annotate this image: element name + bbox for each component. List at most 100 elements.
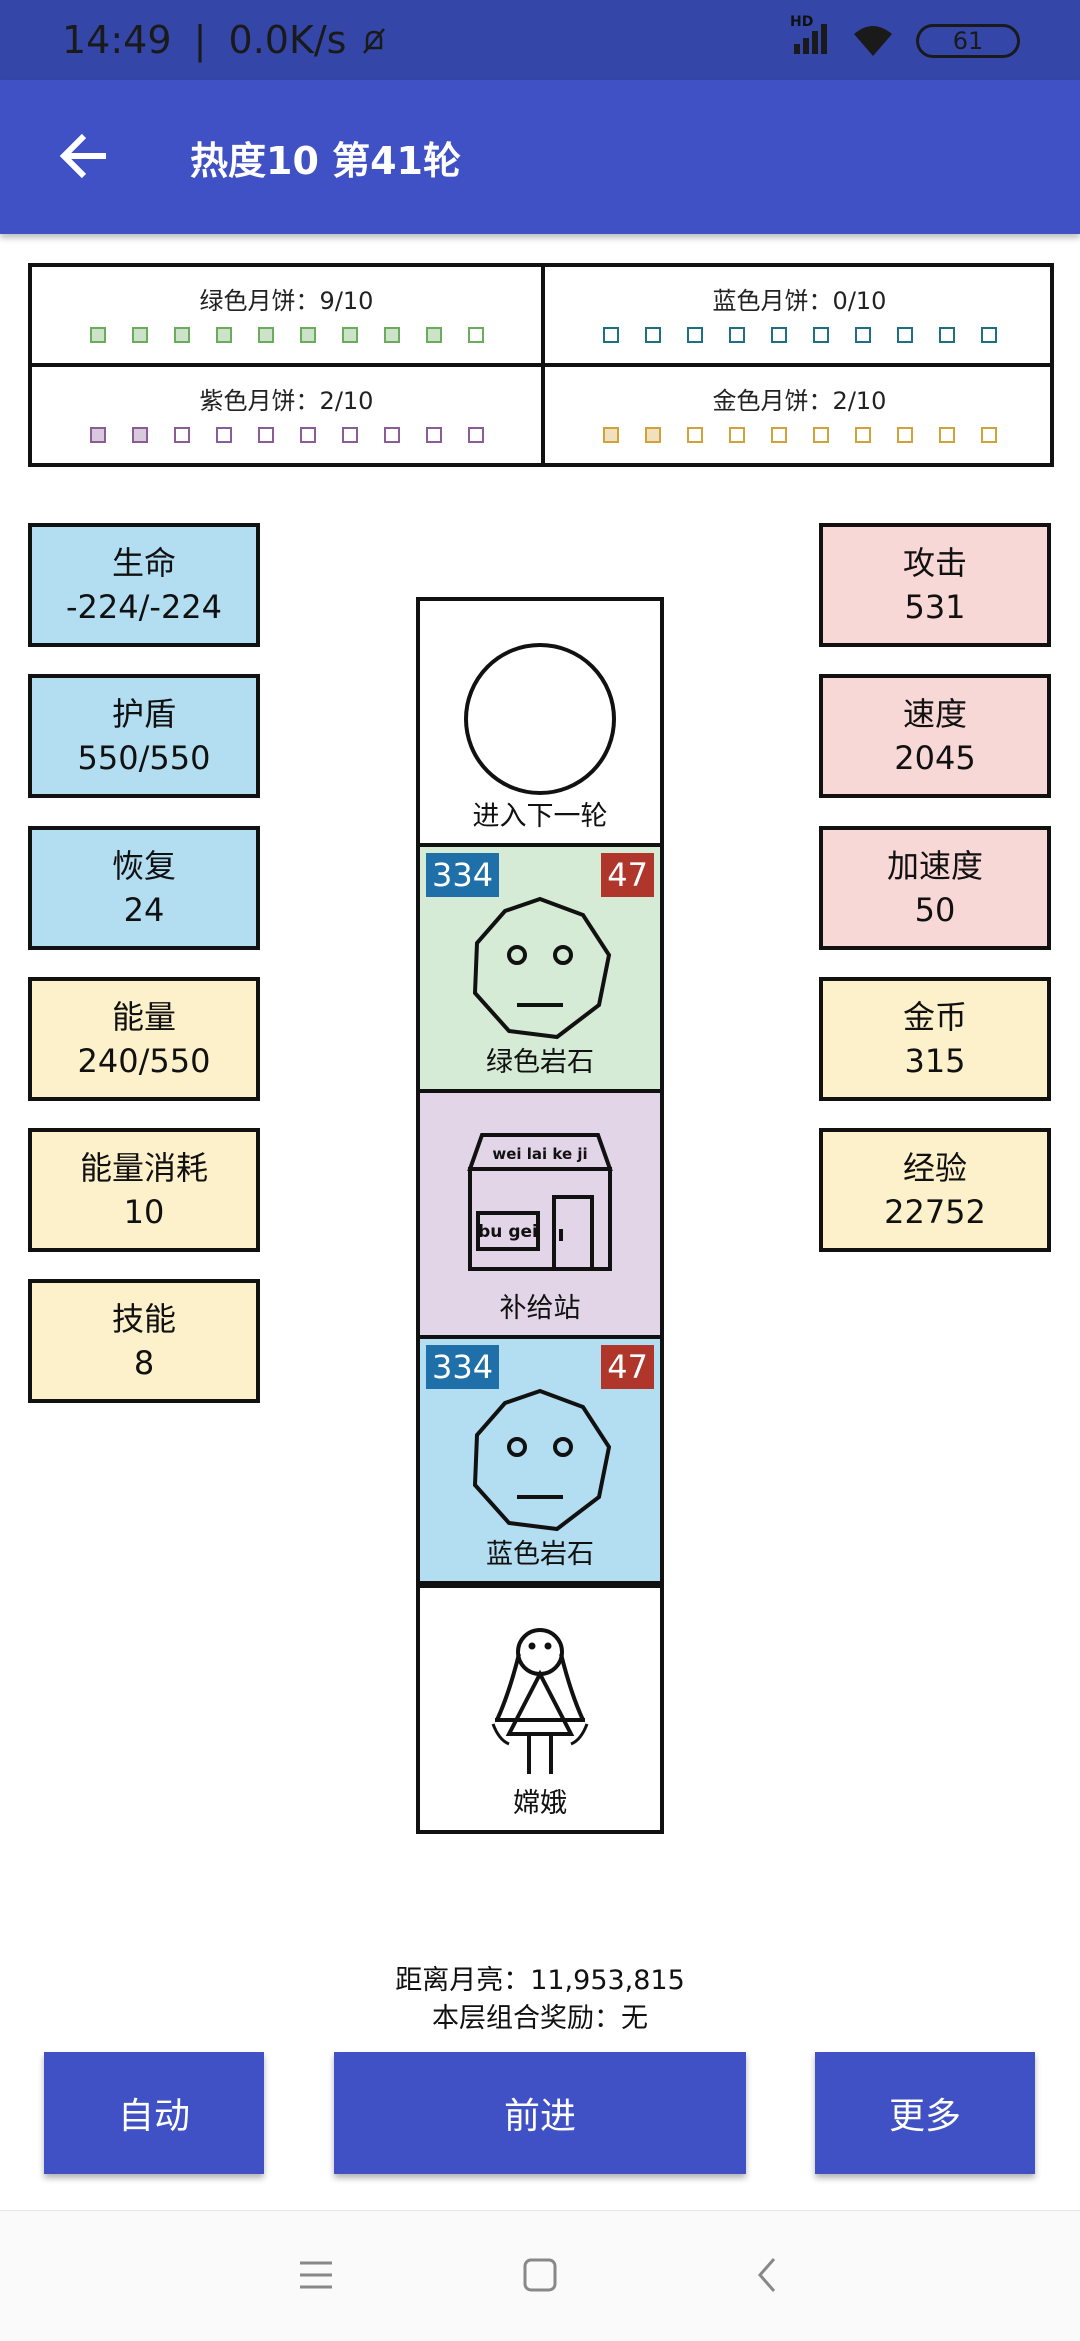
mooncake-square xyxy=(425,427,442,443)
mooncake-square xyxy=(812,327,829,343)
stat-shield: 护盾 550/550 xyxy=(28,674,260,798)
tower-caption: 蓝色岩石 xyxy=(486,1539,594,1570)
auto-button[interactable]: 自动 xyxy=(44,2052,264,2174)
stat-energy-cost: 能量消耗 10 xyxy=(28,1128,260,1252)
mooncake-square xyxy=(89,427,106,443)
stat-value: 22752 xyxy=(884,1193,986,1231)
mooncake-square xyxy=(686,327,703,343)
mooncake-purple-label: 紫色月饼：2/10 xyxy=(199,387,374,415)
status-bar: 14:49 | 0.0K/s HD 61 xyxy=(0,0,1080,80)
menu-icon[interactable] xyxy=(296,2255,336,2295)
mooncake-square xyxy=(602,427,619,443)
mooncake-square xyxy=(644,427,661,443)
tower-cell-supply-station[interactable]: wei lai ke ji bu gei 补给站 xyxy=(416,1089,664,1339)
enemy-hp-badge: 334 xyxy=(426,1345,500,1389)
mooncake-square xyxy=(602,327,619,343)
stat-value: 10 xyxy=(123,1193,165,1231)
shop-building-icon: wei lai ke ji bu gei xyxy=(467,1133,613,1271)
stat-label: 经验 xyxy=(902,1149,967,1187)
battery-icon: 61 xyxy=(916,24,1020,58)
stat-value: 50 xyxy=(914,891,956,929)
app-bar: 热度10 第41轮 xyxy=(0,80,1080,234)
mooncake-square xyxy=(728,427,745,443)
mooncake-blue-label: 蓝色月饼：0/10 xyxy=(712,287,887,315)
stat-label: 能量 xyxy=(111,998,176,1036)
stat-value: 315 xyxy=(904,1042,966,1080)
stat-acceleration: 加速度 50 xyxy=(819,826,1051,950)
stat-regen: 恢复 24 xyxy=(28,826,260,950)
mooncake-gold: 金色月饼：2/10 xyxy=(545,367,1054,465)
stat-label: 能量消耗 xyxy=(79,1149,208,1187)
tower-cell-green-rock[interactable]: 334 47 绿色岩石 xyxy=(416,843,664,1093)
mooncake-square xyxy=(644,327,661,343)
mooncake-blue-progress xyxy=(545,327,1054,343)
stat-skill: 技能 8 xyxy=(28,1279,260,1403)
mooncake-square xyxy=(173,427,190,443)
forward-button[interactable]: 前进 xyxy=(334,2052,746,2174)
rock-face-icon xyxy=(472,896,612,1040)
mooncake-square xyxy=(854,327,871,343)
system-nav-bar xyxy=(0,2210,1080,2341)
wifi-icon xyxy=(854,26,892,56)
mooncake-square xyxy=(467,327,484,343)
mooncake-square xyxy=(728,327,745,343)
mooncake-square xyxy=(341,427,358,443)
stat-value: 2045 xyxy=(894,739,976,777)
more-button[interactable]: 更多 xyxy=(815,2052,1035,2174)
tower-cell-next-round[interactable]: 进入下一轮 xyxy=(416,597,664,847)
mooncake-square xyxy=(812,427,829,443)
tower-cell-player[interactable]: 嫦娥 xyxy=(416,1584,664,1834)
bell-muted-icon xyxy=(362,28,385,54)
back-icon[interactable] xyxy=(748,2255,788,2295)
stat-value: 24 xyxy=(123,891,165,929)
stat-label: 速度 xyxy=(902,695,967,733)
mooncake-square xyxy=(89,327,106,343)
mooncake-purple-progress xyxy=(32,427,541,443)
change-character-icon xyxy=(491,1628,589,1774)
mooncake-square xyxy=(257,327,274,343)
mooncake-purple: 紫色月饼：2/10 xyxy=(32,367,541,465)
mooncake-square xyxy=(854,427,871,443)
stat-gold: 金币 315 xyxy=(819,977,1051,1101)
mooncake-square xyxy=(131,427,148,443)
stat-experience: 经验 22752 xyxy=(819,1128,1051,1252)
stat-value: 8 xyxy=(133,1344,155,1382)
mooncake-square xyxy=(686,427,703,443)
mooncake-square xyxy=(980,427,997,443)
stat-label: 生命 xyxy=(111,544,176,582)
mooncake-square xyxy=(215,327,232,343)
mooncake-square xyxy=(173,327,190,343)
stat-label: 技能 xyxy=(111,1300,176,1338)
mooncake-green-label: 绿色月饼：9/10 xyxy=(199,287,374,315)
stat-value: 531 xyxy=(904,588,966,626)
home-icon[interactable] xyxy=(520,2255,560,2295)
tower-caption: 嫦娥 xyxy=(513,1788,567,1819)
tower-cell-blue-rock[interactable]: 334 47 蓝色岩石 xyxy=(416,1335,664,1585)
mooncake-square xyxy=(896,327,913,343)
grid-divider xyxy=(32,363,1050,367)
stat-label: 恢复 xyxy=(111,847,176,885)
portal-circle-icon xyxy=(464,643,616,795)
status-time: 14:49 xyxy=(62,18,172,62)
page-title: 热度10 第41轮 xyxy=(190,139,461,183)
stat-value: 240/550 xyxy=(77,1042,211,1080)
mooncake-square xyxy=(215,427,232,443)
mooncake-square xyxy=(770,327,787,343)
mooncake-square xyxy=(980,327,997,343)
back-arrow-icon[interactable] xyxy=(56,128,112,184)
mooncake-square xyxy=(299,427,316,443)
mooncake-square xyxy=(131,327,148,343)
status-time-speed: 14:49 | 0.0K/s xyxy=(62,18,389,62)
mooncake-square xyxy=(383,327,400,343)
stat-attack: 攻击 531 xyxy=(819,523,1051,647)
stat-label: 加速度 xyxy=(886,847,983,885)
mooncake-square xyxy=(425,327,442,343)
tower-caption: 进入下一轮 xyxy=(472,801,608,832)
tower-caption: 补给站 xyxy=(499,1293,581,1324)
stat-hp: 生命 -224/-224 xyxy=(28,523,260,647)
mooncake-square xyxy=(467,427,484,443)
stat-label: 攻击 xyxy=(902,544,967,582)
shop-sign-text: bu gei xyxy=(478,1222,538,1242)
enemy-hp-badge: 334 xyxy=(426,853,500,897)
mooncake-square xyxy=(383,427,400,443)
